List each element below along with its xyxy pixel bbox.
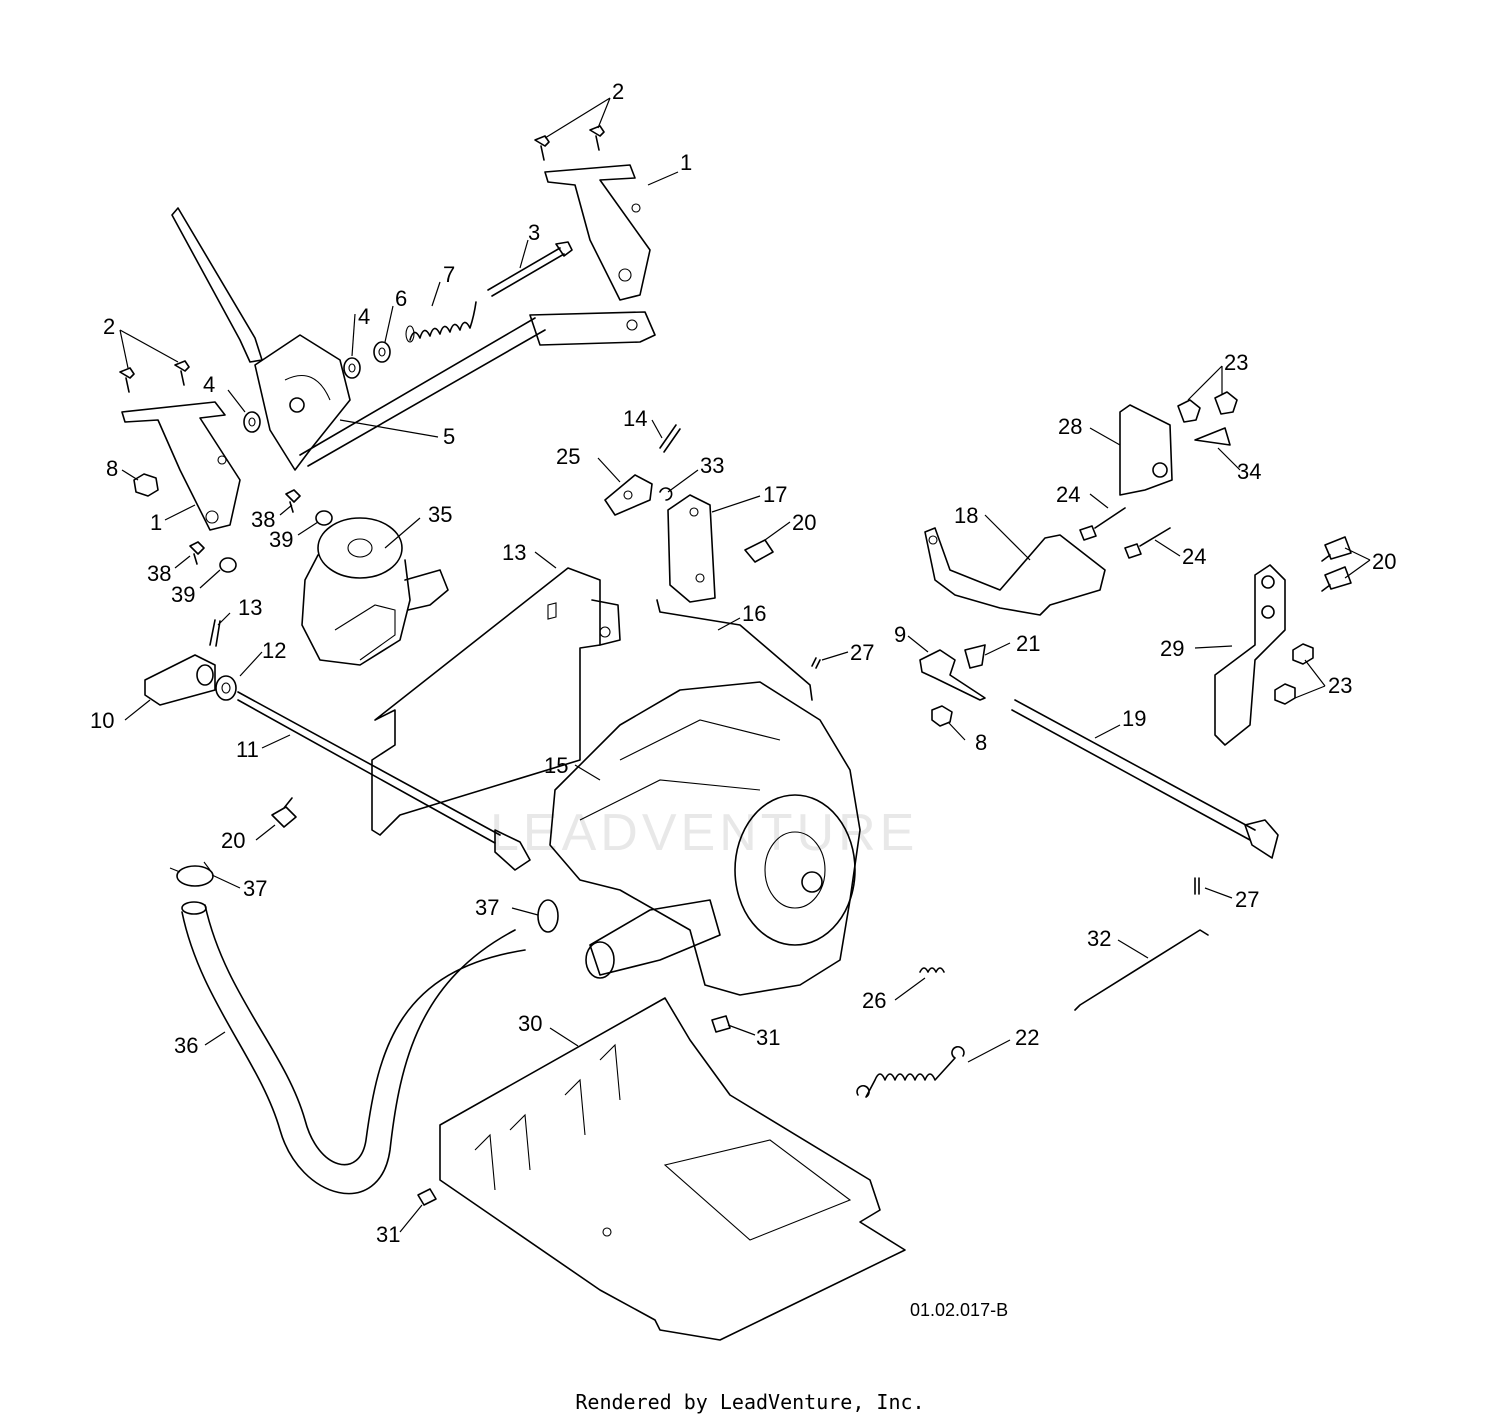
callout-25[interactable]: 25 [556,444,580,469]
drawing-number: 01.02.017-B [910,1300,1008,1320]
callout-11[interactable]: 11 [236,737,259,762]
flange-bolts-right[interactable] [1321,536,1352,592]
callout-26[interactable]: 26 [862,988,886,1013]
bolt-pair-left[interactable] [119,360,190,393]
callout-18[interactable]: 18 [954,503,978,528]
long-bolt[interactable] [487,241,573,297]
callout-24[interactable]: 24 [1056,482,1080,507]
extension-spring[interactable] [856,1045,965,1098]
washers-upper[interactable] [243,341,391,433]
callout-8[interactable]: 8 [975,730,987,755]
callout-20[interactable]: 20 [221,828,245,853]
skid-plate[interactable] [439,997,906,1341]
callout-38[interactable]: 38 [251,507,275,532]
cotter-pins[interactable] [811,657,1200,895]
mounting-bracket-upper[interactable] [544,164,651,301]
bracket-28-assembly[interactable] [1119,391,1238,496]
bracket-18[interactable] [924,527,1106,616]
callout-34[interactable]: 34 [1237,459,1261,484]
callout-39[interactable]: 39 [269,527,293,552]
callout-2[interactable]: 2 [103,314,115,339]
callout-4[interactable]: 4 [203,372,215,397]
callout-4[interactable]: 4 [358,304,370,329]
callout-38[interactable]: 38 [147,561,171,586]
callout-2[interactable]: 2 [612,79,624,104]
callout-7[interactable]: 7 [443,262,455,287]
compression-spring[interactable] [405,301,477,343]
callout-19[interactable]: 19 [1122,706,1146,731]
callout-23[interactable]: 23 [1224,350,1248,375]
callout-13[interactable]: 13 [238,595,262,620]
callout-9[interactable]: 9 [894,622,906,647]
control-rod-19[interactable] [1011,699,1279,859]
pivot-pin-assembly[interactable] [604,424,681,516]
callout-20[interactable]: 20 [1372,549,1396,574]
control-rod-32[interactable] [1074,929,1209,1011]
callout-1[interactable]: 1 [680,150,692,175]
callout-30[interactable]: 30 [518,1011,542,1036]
mounting-bracket-lower[interactable] [121,401,241,531]
callout-37[interactable]: 37 [243,876,267,901]
callout-22[interactable]: 22 [1015,1025,1039,1050]
transaxle-unit[interactable] [549,681,861,996]
control-lever-assembly[interactable] [171,207,656,471]
callout-31[interactable]: 31 [376,1222,400,1247]
hose-clamps[interactable] [169,861,559,933]
callout-12[interactable]: 12 [262,638,286,663]
callout-17[interactable]: 17 [763,482,787,507]
callout-13[interactable]: 14 [623,406,647,431]
callout-1[interactable]: 1 [150,510,162,535]
callout-6[interactable]: 6 [395,286,407,311]
callout-36[interactable]: 36 [174,1033,198,1058]
hex-nut-left[interactable] [133,473,159,497]
small-spring[interactable] [919,967,945,973]
linkage-parts-center-right[interactable] [919,644,986,727]
callout-29[interactable]: 29 [1160,636,1184,661]
mounting-bracket-17[interactable] [667,494,716,603]
callout-labels: 2 1 3 7 6 4 2 4 5 8 1 38 39 35 38 39 13 … [90,79,1396,1247]
control-rod-16[interactable] [656,599,813,701]
callout-5[interactable]: 5 [443,424,455,449]
bolt-pair-upper[interactable] [534,125,605,161]
callout-35[interactable]: 35 [428,502,452,527]
callout-14[interactable]: 13 [502,540,526,565]
callout-16[interactable]: 16 [742,601,766,626]
callout-28[interactable]: 28 [1058,414,1082,439]
callout-21[interactable]: 21 [1016,631,1040,656]
shield-plate[interactable] [371,567,621,836]
callout-23[interactable]: 23 [1328,673,1352,698]
callout-20[interactable]: 20 [792,510,816,535]
screws-31[interactable] [417,1015,731,1206]
rivets-24[interactable] [1079,507,1171,559]
callout-27[interactable]: 27 [1235,887,1259,912]
flange-bolt-left[interactable] [271,797,297,828]
flange-bolt-center[interactable] [744,539,774,563]
callout-33[interactable]: 33 [700,453,724,478]
hydraulic-hose[interactable] [181,901,526,1195]
callout-32[interactable]: 32 [1087,926,1111,951]
leader-lines [119,97,1371,1233]
callout-8[interactable]: 8 [106,456,118,481]
fluid-reservoir[interactable] [301,517,449,666]
callout-37[interactable]: 37 [475,895,499,920]
watermark: LEADVENTURE [490,804,918,862]
callout-3[interactable]: 3 [528,220,540,245]
callout-39[interactable]: 39 [171,582,195,607]
callout-15[interactable]: 15 [544,753,568,778]
callout-31[interactable]: 31 [756,1025,780,1050]
callout-24[interactable]: 24 [1182,544,1206,569]
render-credit: Rendered by LeadVenture, Inc. [575,1390,925,1414]
shaft-assembly-left[interactable] [144,619,531,871]
bracket-29[interactable] [1214,564,1286,746]
callout-10[interactable]: 10 [90,708,114,733]
bolts-washers-center-left[interactable] [189,489,333,573]
hex-nuts-right[interactable] [1274,643,1314,705]
callout-27[interactable]: 27 [850,640,874,665]
